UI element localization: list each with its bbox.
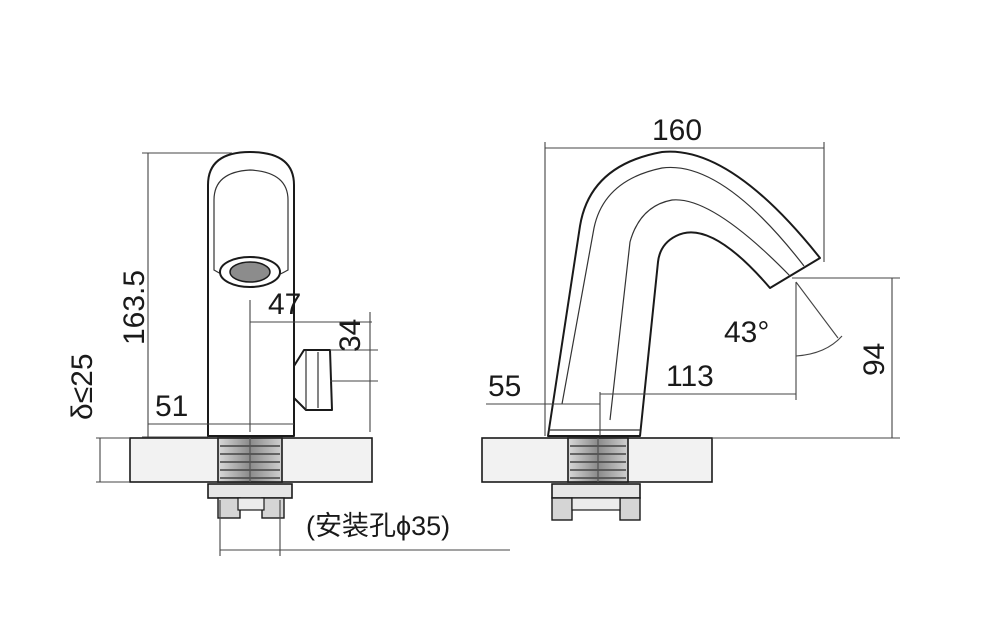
side-view: 160 55 113 43° 94 (481, 114, 900, 521)
reach-label: 113 (666, 360, 714, 393)
dim-side-length: 160 (544, 114, 825, 436)
sensor-eye-icon (219, 256, 281, 288)
spout-height-label: 94 (858, 343, 891, 376)
sensor-offset-label: 47 (268, 288, 301, 321)
base-width-label: 51 (155, 390, 188, 423)
fixing-nut-front (207, 483, 293, 519)
front-view: 163.5 47 34 51 δ≤25 (66, 151, 510, 556)
dim-front-hole: (安装孔ϕ35) (219, 500, 510, 556)
dim-side-angle: 43° (724, 281, 843, 357)
length-label: 160 (652, 114, 702, 147)
dim-front-height: 163.5 (118, 152, 232, 438)
spout-body-side (547, 150, 821, 437)
height-label: 163.5 (118, 270, 151, 345)
dim-side-base: 55 (486, 370, 601, 436)
base-label: 55 (488, 370, 521, 403)
shank-threads-front (220, 438, 280, 482)
side-knob-front (293, 349, 333, 411)
dim-front-base-width: 51 (148, 390, 294, 425)
knob-height-label: 34 (334, 319, 367, 352)
dim-front-knob-height: 34 (330, 312, 378, 432)
fixing-nut-side (551, 483, 641, 521)
angle-label: 43° (724, 316, 769, 349)
dim-side-spout-height: 94 (712, 277, 900, 439)
dim-front-deck-thickness: δ≤25 (66, 353, 130, 483)
hole-note-label: (安装孔ϕ35) (306, 511, 450, 541)
dim-front-sensor-offset: 47 (249, 288, 372, 432)
deck-thickness-label: δ≤25 (66, 353, 99, 420)
faucet-body-front (207, 151, 295, 437)
dim-side-reach: 113 (600, 282, 797, 400)
shank-threads-side (570, 438, 626, 482)
